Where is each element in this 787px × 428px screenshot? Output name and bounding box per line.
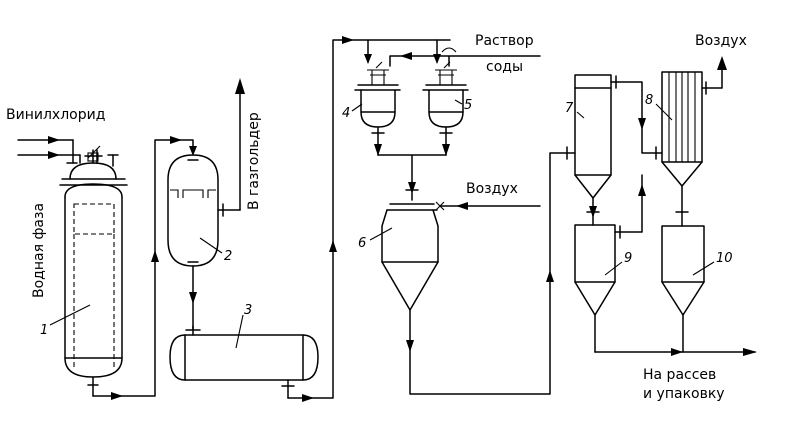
number-10: 10: [716, 251, 733, 266]
label-vinylchloride: Винилхлорид: [6, 107, 105, 123]
label-out-line1: На рассев: [643, 367, 716, 383]
number-7: 7: [565, 101, 574, 116]
number-2: 2: [224, 249, 232, 264]
label-gasholder: В газгольдер: [246, 112, 262, 210]
label-soda-line1: Раствор: [475, 33, 534, 49]
bag-filter-8: [661, 56, 727, 227]
autoclave-1: [17, 136, 128, 397]
separator-6: [381, 201, 541, 311]
cyclone-7: [574, 74, 663, 226]
label-air-top: Воздух: [695, 33, 747, 49]
label-air-mid: Воздух: [466, 181, 518, 197]
label-water-phase: Водная фаза: [31, 203, 47, 298]
pipe-6-to-7: [406, 146, 576, 395]
number-leaders: [49, 99, 715, 349]
number-5: 5: [464, 98, 472, 113]
number-4: 4: [342, 106, 350, 121]
label-soda-line2: соды: [486, 59, 523, 75]
pipe-9-to-8: [614, 174, 646, 239]
degasser-2: [167, 78, 245, 331]
hopper-9: [574, 224, 616, 353]
pipe-3-to-4: [287, 36, 451, 402]
pipe-outlet: [594, 348, 757, 356]
number-9: 9: [624, 251, 632, 266]
vessel-4: [354, 61, 401, 156]
pipe-soda: [389, 47, 541, 67]
hopper-10: [661, 225, 705, 353]
number-3: 3: [244, 303, 252, 318]
label-out-line2: и упаковку: [643, 386, 725, 402]
pipe-1-to-2: [92, 136, 197, 400]
number-1: 1: [40, 323, 48, 338]
number-8: 8: [645, 93, 653, 108]
pipe-4-5-to-6: [377, 154, 447, 201]
vessel-5: [422, 61, 469, 156]
tank-3: [169, 325, 319, 399]
number-6: 6: [358, 236, 366, 251]
